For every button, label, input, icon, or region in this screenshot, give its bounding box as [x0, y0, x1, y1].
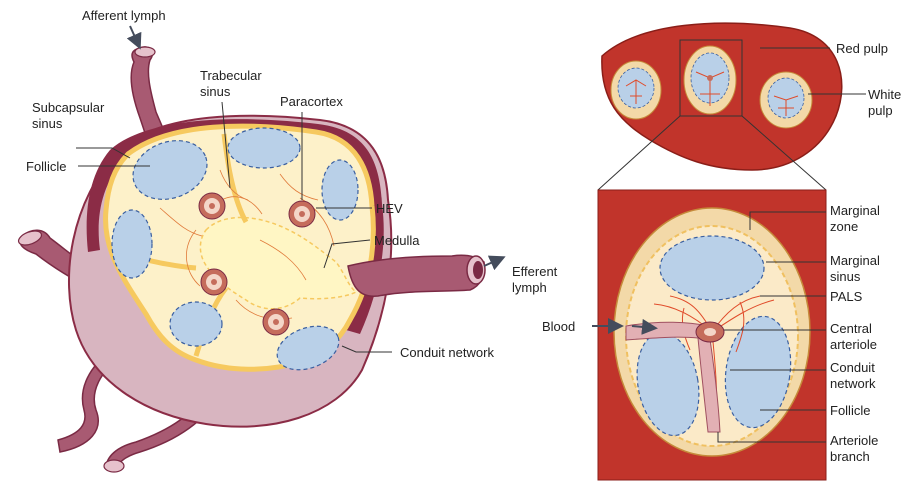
spleen-detail: Marginal zone Marginal sinus PALS Blood … — [542, 190, 880, 480]
label-conduit-network: Conduit network — [400, 345, 494, 360]
label-medulla: Medulla — [374, 233, 420, 248]
white-pulp — [760, 72, 812, 128]
label-marginal-zone-line2: zone — [830, 219, 858, 234]
label-conduit-network-line1: Conduit — [830, 360, 875, 375]
hev — [263, 309, 289, 335]
label-white-pulp-line2: pulp — [868, 103, 893, 118]
follicle — [228, 128, 300, 168]
label-efferent-lymph-line1: Efferent — [512, 264, 558, 279]
label-central-arteriole-line1: Central — [830, 321, 872, 336]
label-efferent-lymph-line2: lymph — [512, 280, 547, 295]
follicle — [322, 160, 358, 220]
label-subcapsular-sinus-line1: Subcapsular — [32, 100, 105, 115]
label-pals: PALS — [830, 289, 863, 304]
label-central-arteriole-line2: arteriole — [830, 337, 877, 352]
label-trabecular-sinus-line2: sinus — [200, 84, 231, 99]
label-subcapsular-sinus-line2: sinus — [32, 116, 63, 131]
efferent-lymph-vessel — [348, 255, 484, 296]
central-arteriole-lumen — [704, 328, 716, 336]
label-afferent-lymph: Afferent lymph — [82, 8, 166, 23]
label-paracortex: Paracortex — [280, 94, 343, 109]
hev — [201, 269, 227, 295]
lymph-node: Afferent lymph Trabecular sinus Subcapsu… — [17, 8, 558, 472]
label-marginal-sinus-line1: Marginal — [830, 253, 880, 268]
hev — [199, 193, 225, 219]
label-follicle: Follicle — [26, 159, 66, 174]
label-arteriole-branch-line1: Arteriole — [830, 433, 878, 448]
spleen-overview: Red pulp White pulp — [598, 23, 901, 190]
label-blood: Blood — [542, 319, 575, 334]
follicle — [112, 210, 152, 278]
vessel-opening-lower — [104, 460, 124, 472]
follicle-top — [660, 236, 764, 300]
label-marginal-sinus-line2: sinus — [830, 269, 861, 284]
label-trabecular-sinus-line1: Trabecular — [200, 68, 262, 83]
label-white-pulp-line1: White — [868, 87, 901, 102]
label-conduit-network-line2: network — [830, 376, 876, 391]
white-pulp — [611, 61, 661, 119]
hev — [289, 201, 315, 227]
label-spleen-follicle: Follicle — [830, 403, 870, 418]
efferent-vessel-lumen — [473, 261, 483, 279]
follicle — [170, 302, 222, 346]
label-red-pulp: Red pulp — [836, 41, 888, 56]
efferent-arrow — [484, 258, 502, 266]
label-marginal-zone-line1: Marginal — [830, 203, 880, 218]
label-hev: HEV — [376, 201, 403, 216]
white-pulp — [684, 46, 736, 114]
afferent-vessel-opening-top — [135, 47, 155, 57]
afferent-arrow — [130, 26, 139, 46]
label-arteriole-branch-line2: branch — [830, 449, 870, 464]
